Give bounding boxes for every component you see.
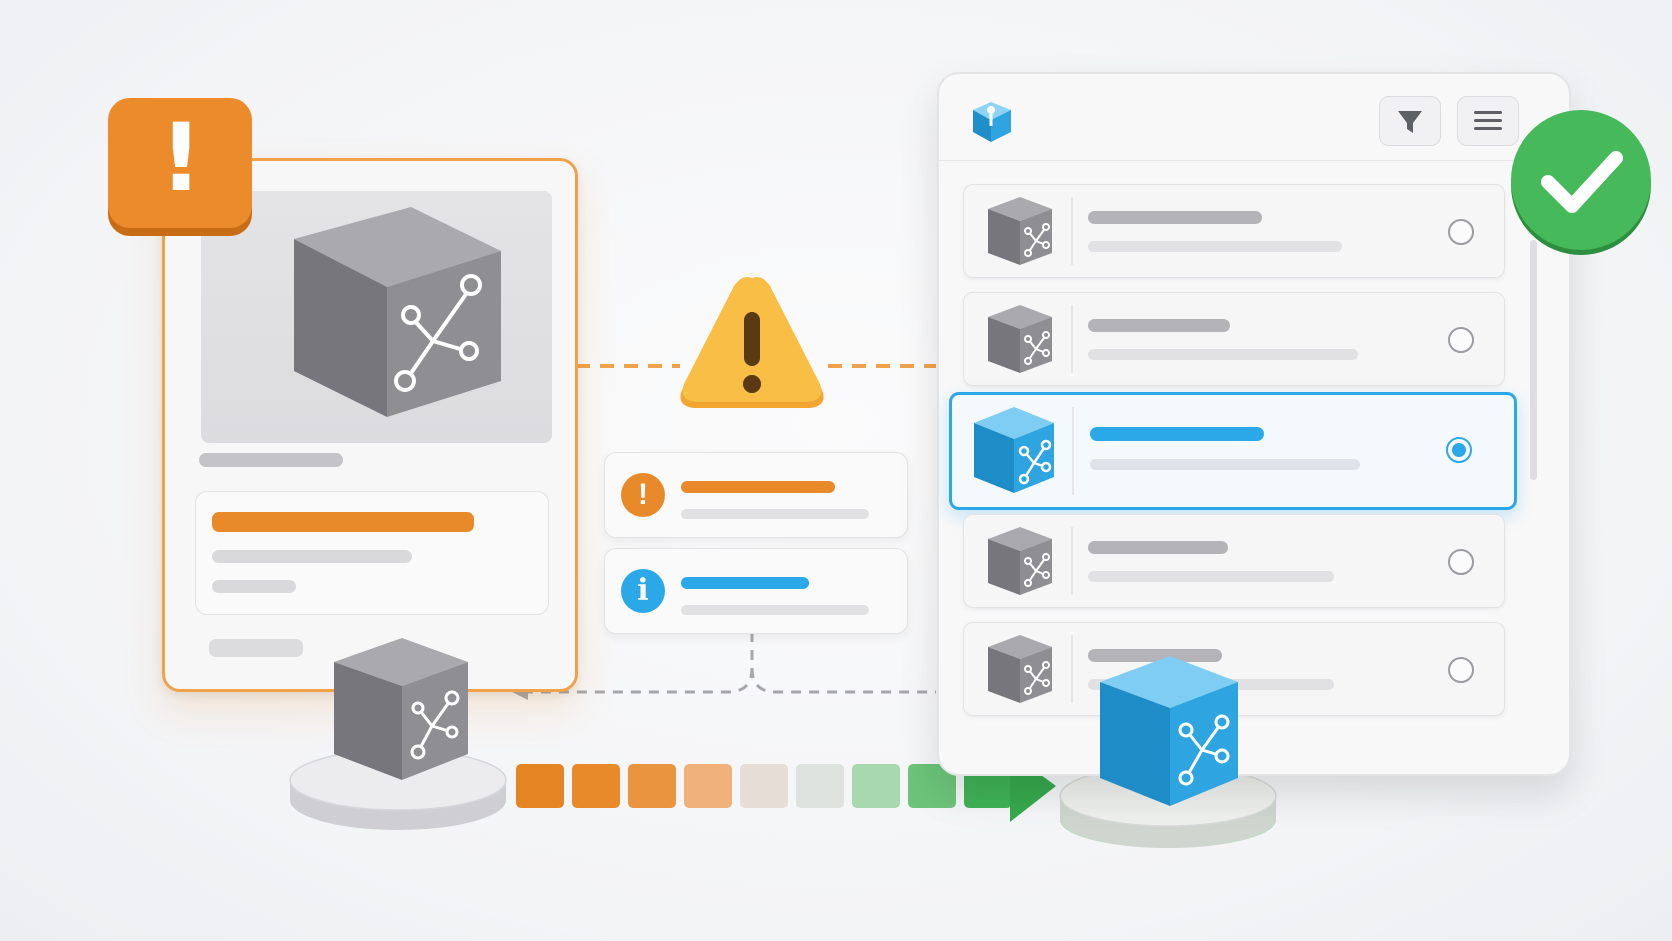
exclamation-icon: !: [159, 104, 203, 213]
row-divider: [1071, 197, 1073, 265]
network-graph-icon: [1024, 223, 1050, 257]
network-graph-icon: [1178, 714, 1230, 786]
notice-title-bar: [681, 577, 809, 589]
menu-button[interactable]: [1457, 96, 1519, 146]
gray-cube-icon: [988, 197, 1052, 265]
row-divider: [1071, 305, 1073, 373]
item-list-panel: [937, 72, 1571, 776]
row-title-bar: [1088, 319, 1230, 332]
source-item-card: [162, 158, 578, 692]
filter-icon: [1398, 111, 1422, 133]
warning-highlight-bar: [212, 512, 474, 532]
network-graph-icon: [394, 274, 482, 392]
row-text-bar: [1090, 459, 1360, 470]
select-radio[interactable]: [1448, 657, 1474, 683]
filter-button[interactable]: [1379, 96, 1441, 146]
exclamation-circle-icon: !: [621, 473, 665, 517]
network-graph-icon: [1024, 553, 1050, 587]
gray-cube-icon: [988, 635, 1052, 703]
network-graph-icon: [1024, 661, 1050, 695]
row-title-bar: [1088, 649, 1222, 662]
footer-placeholder: [209, 639, 303, 657]
row-divider: [1072, 407, 1074, 495]
success-badge: [1511, 110, 1651, 255]
gray-cube-large: [294, 207, 501, 417]
title-placeholder: [199, 453, 343, 467]
item-preview: [201, 191, 552, 443]
gray-cube-icon: [988, 527, 1052, 595]
row-title-bar: [1088, 211, 1262, 224]
row-title-bar: [1088, 541, 1228, 554]
return-path-right: [750, 667, 936, 694]
select-radio[interactable]: [1448, 549, 1474, 575]
app-logo-cube-icon: [973, 102, 1011, 142]
list-item[interactable]: [963, 514, 1505, 608]
text-placeholder: [212, 580, 296, 593]
list-item[interactable]: [963, 292, 1505, 386]
notice-title-bar: [681, 481, 835, 493]
select-radio[interactable]: [1448, 219, 1474, 245]
row-text-bar: [1088, 571, 1334, 582]
notice-text-bar: [681, 605, 869, 615]
info-notice[interactable]: i: [604, 548, 908, 634]
notice-text-bar: [681, 509, 869, 519]
network-graph-icon: [410, 690, 460, 760]
text-placeholder: [212, 550, 412, 563]
gray-cube-on-pedestal: [334, 638, 468, 780]
gray-cube-icon: [988, 305, 1052, 373]
list-item-selected[interactable]: [949, 392, 1517, 510]
row-divider: [1071, 527, 1073, 595]
pedestal-left: [289, 749, 507, 830]
scrollbar[interactable]: [1530, 240, 1537, 480]
row-text-bar: [1088, 349, 1358, 360]
row-text-bar: [1088, 241, 1342, 252]
info-circle-icon: i: [621, 569, 665, 613]
network-graph-icon: [1024, 331, 1050, 365]
row-title-bar: [1090, 427, 1264, 441]
warning-notice[interactable]: !: [604, 452, 908, 538]
warning-triangle-icon: [680, 277, 824, 408]
blue-cube-on-pedestal: [1100, 656, 1238, 806]
check-icon: [1541, 151, 1623, 213]
select-radio-checked[interactable]: [1446, 437, 1472, 463]
error-badge: !: [106, 98, 256, 238]
blue-cube-icon: [974, 407, 1054, 493]
menu-icon: [1474, 111, 1502, 130]
network-graph-icon: [1018, 439, 1052, 485]
panel-header: [939, 74, 1569, 161]
row-divider: [1071, 635, 1073, 703]
select-radio[interactable]: [1448, 327, 1474, 353]
list-item[interactable]: [963, 184, 1505, 278]
detail-section: [195, 491, 549, 615]
